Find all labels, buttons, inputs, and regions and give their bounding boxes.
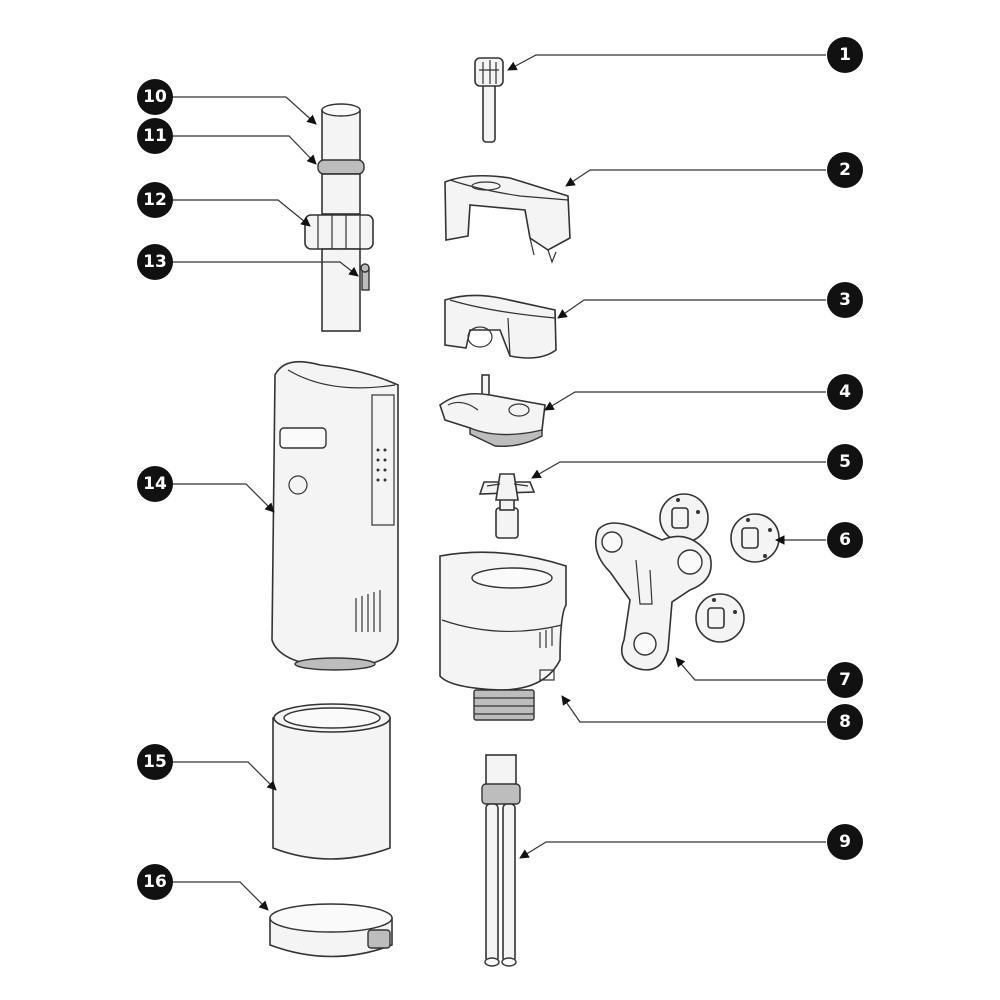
callout-number: 6 <box>839 530 851 550</box>
callout-number: 10 <box>143 87 167 107</box>
callout-badge-5: 5 <box>827 444 863 480</box>
part-nozzle-pin <box>474 57 504 143</box>
callout-number: 12 <box>143 190 167 210</box>
part-suction-cups <box>659 493 780 643</box>
callout-badge-16: 16 <box>137 864 173 900</box>
part-housing-cover <box>444 294 557 359</box>
callout-number: 14 <box>143 474 167 494</box>
callout-badge-1: 1 <box>827 37 863 73</box>
part-filter-body <box>271 360 399 671</box>
callout-badge-6: 6 <box>827 522 863 558</box>
callout-number: 11 <box>143 126 167 146</box>
part-outlet-tube <box>321 103 361 163</box>
callout-number: 13 <box>143 252 167 272</box>
part-top-cover <box>444 174 571 264</box>
callout-badge-2: 2 <box>827 152 863 188</box>
part-o-ring <box>317 159 365 215</box>
callout-badge-13: 13 <box>137 244 173 280</box>
callout-badge-3: 3 <box>827 282 863 318</box>
callout-number: 4 <box>839 382 851 402</box>
callout-badge-14: 14 <box>137 466 173 502</box>
callout-number: 16 <box>143 872 167 892</box>
callout-badge-8: 8 <box>827 704 863 740</box>
callout-number: 1 <box>839 45 851 65</box>
part-sponge-cylinder <box>272 703 391 860</box>
part-impeller-cover <box>439 374 546 447</box>
part-motor-housing <box>439 551 567 721</box>
part-base-ring <box>269 903 393 958</box>
callout-number: 15 <box>143 752 167 772</box>
callout-badge-7: 7 <box>827 662 863 698</box>
part-mounting-bracket <box>594 522 712 671</box>
callout-badge-4: 4 <box>827 374 863 410</box>
part-nut <box>304 214 374 332</box>
leader-lines <box>172 54 826 911</box>
part-intake-tubes <box>481 754 521 967</box>
part-impeller <box>478 473 536 539</box>
callout-number: 5 <box>839 452 851 472</box>
callout-badge-10: 10 <box>137 79 173 115</box>
callout-number: 9 <box>839 832 851 852</box>
callout-badge-11: 11 <box>137 118 173 154</box>
callout-badge-9: 9 <box>827 824 863 860</box>
callout-number: 7 <box>839 670 851 690</box>
callout-number: 8 <box>839 712 851 732</box>
part-screw <box>360 263 370 291</box>
callout-badge-12: 12 <box>137 182 173 218</box>
callout-badge-15: 15 <box>137 744 173 780</box>
callout-number: 2 <box>839 160 851 180</box>
callout-number: 3 <box>839 290 851 310</box>
